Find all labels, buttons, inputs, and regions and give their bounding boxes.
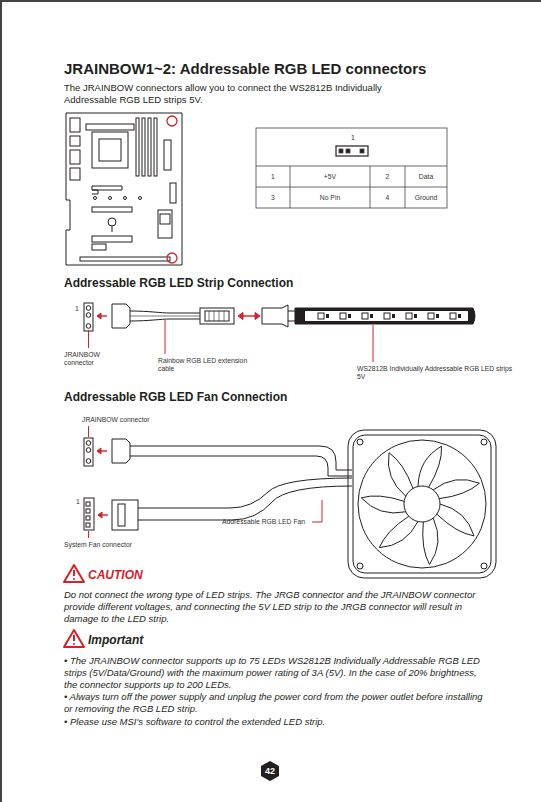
table-cell: 1 [256,173,290,181]
led-chip [384,313,390,319]
fan-blade [379,516,418,547]
led-resistor [392,314,395,318]
page-number: 42 [261,766,279,777]
intro-text: The JRAINBOW connectors allow you to con… [64,82,434,106]
caution-text: Do not connect the wrong type of LED str… [64,589,484,625]
led-resistor [326,314,329,318]
motherboard-drawing [66,113,182,265]
led-resistor [458,314,461,318]
part-label: System Fan connector [64,541,184,549]
led-chip [340,313,346,319]
leader-lines [89,426,323,538]
part-label: Rainbow RGB LED extension cable [158,357,248,373]
note-bullet: • The JRAINBOW connector supports up to … [64,655,484,691]
table-cell: Data [405,173,447,181]
led-chip [406,313,412,319]
page-title: JRAINBOW1~2: Addressable RGB LED connect… [64,60,524,78]
pin-one-marker: 1 [76,498,84,506]
led-resistor [436,314,439,318]
fan-blade [388,453,413,497]
warning-icon [64,565,84,582]
led-chip [318,313,324,319]
fan-blade [423,518,438,564]
section-heading: Addressable RGB LED Strip Connection [64,276,484,291]
important-icon [64,630,84,647]
note-bullet: • Please use MSI's software to control t… [64,716,484,728]
section-heading: Addressable RGB LED Fan Connection [64,390,484,405]
pin-table [256,128,447,208]
page-badge [261,761,279,781]
table-cell: 4 [370,194,405,202]
table-cell: 2 [370,173,405,181]
led-chip [450,313,456,319]
led-resistor [370,314,373,318]
pin-one-marker: 1 [75,305,83,313]
fan-blades [361,446,479,564]
led-resistor [348,314,351,318]
table-cell: Ground [405,194,447,202]
led-chip [428,313,434,319]
table-cell: 3 [256,194,290,202]
led-chips [318,313,461,319]
note-bullet: • Always turn off the power supply and u… [64,691,484,715]
table-cell: +5V [290,173,370,181]
led-resistor [414,314,417,318]
caution-heading: CAUTION [88,568,208,583]
part-label: Addressable RGB LED Fan [222,518,312,526]
table-cell: No Pin [290,194,370,202]
leader-lines [89,320,374,362]
fan-blade [437,504,474,536]
fan-blade [433,480,479,499]
fan-connection-drawing [84,430,496,578]
fan-blade [418,446,442,487]
pin-one-marker: 1 [348,134,358,142]
important-heading: Important [88,633,208,648]
led-chip [362,313,368,319]
strip-connection-drawing [84,303,475,331]
part-label: WS2812B Individually Addressable RGB LED… [357,365,517,381]
part-label: JRAINBOW connector [82,416,202,424]
part-label: JRAINBOW connector [64,351,114,367]
fan-blade [361,496,406,513]
